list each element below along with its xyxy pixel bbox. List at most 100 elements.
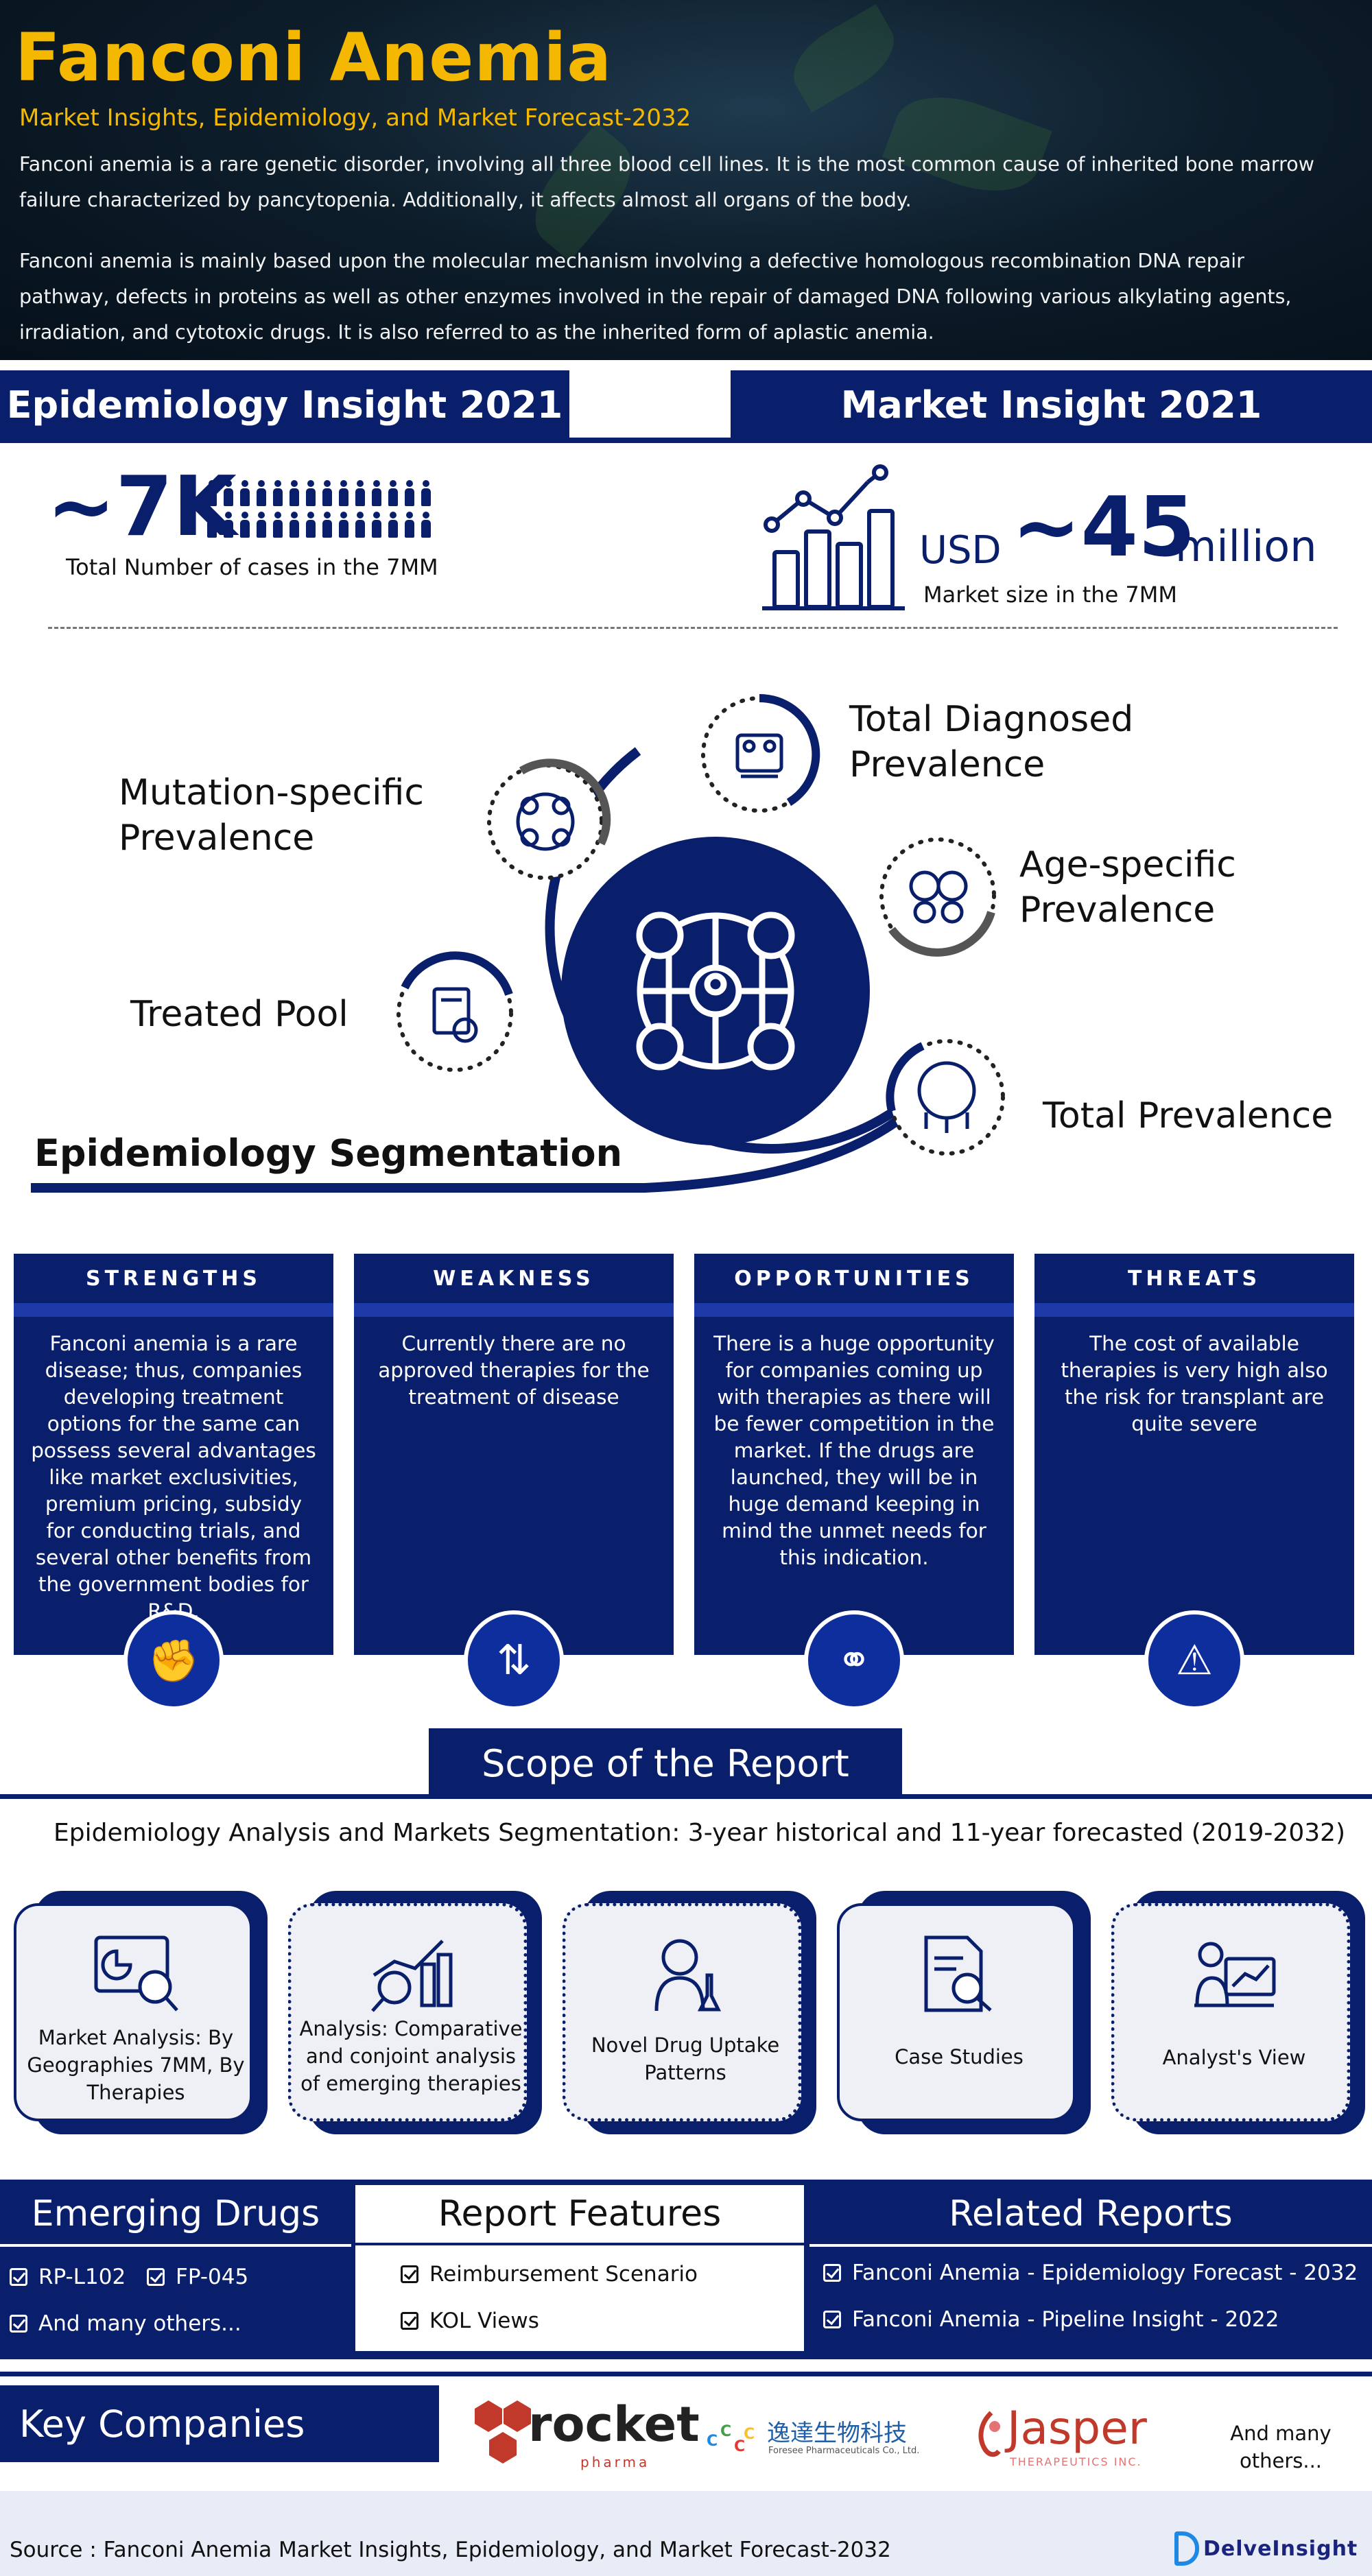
- intro-line: pathway, defects in proteins as well as …: [19, 285, 1292, 308]
- feature-item: KOL Views: [401, 2309, 539, 2333]
- related-divider: [809, 2244, 1372, 2247]
- swot-opportunities: OPPORTUNITIES There is a huge opportunit…: [694, 1254, 1014, 1710]
- person-icon: [420, 480, 432, 506]
- document-search-icon: [924, 1935, 992, 2012]
- swot-text: Currently there are no approved therapie…: [378, 1332, 650, 1409]
- page-title: Fanconi Anemia: [15, 19, 613, 96]
- person-icon: [370, 480, 383, 506]
- epi-cases-caption: Total Number of cases in the 7MM: [66, 554, 438, 580]
- page-subtitle: Market Insights, Epidemiology, and Marke…: [19, 104, 691, 132]
- seg-diagnosed-label: Total Diagnosed Prevalence: [849, 697, 1133, 787]
- split-arrows-icon: ⇅: [464, 1610, 564, 1710]
- report-features-header: Report Features: [355, 2185, 804, 2245]
- scope-card-market-analysis: Market Analysis: By Geographies 7MM, By …: [14, 1891, 268, 2134]
- pie-chart-report-icon: [94, 1935, 178, 2012]
- seg-label-line: Prevalence: [1019, 890, 1216, 931]
- person-icon: [321, 480, 333, 506]
- source-text: Source : Fanconi Anemia Market Insights,…: [10, 2538, 891, 2562]
- scope-card-text: Novel Drug Uptake Patterns: [591, 2034, 780, 2084]
- scope-card-text: Case Studies: [895, 2045, 1024, 2068]
- scope-card-case-studies: Case Studies: [837, 1891, 1091, 2134]
- card-face: Analysis: Comparative and conjoint analy…: [288, 1903, 527, 2121]
- people-icon-grid: [206, 480, 446, 542]
- market-size-caption: Market size in the 7MM: [923, 582, 1177, 608]
- emerging-drug-item: RP-L102: [10, 2265, 126, 2289]
- foresee-english-name: Foresee Pharmaceuticals Co., Ltd.: [768, 2446, 920, 2456]
- rocket-logo-subtext: pharma: [580, 2454, 650, 2470]
- person-icon: [255, 512, 268, 538]
- person-icon: [387, 512, 399, 538]
- key-companies-header: Key Companies: [0, 2385, 439, 2462]
- report-features-panel: Report Features Reimbursement Scenario K…: [353, 2182, 807, 2354]
- intro-line: Fanconi anemia is a rare genetic disorde…: [19, 153, 1314, 176]
- person-icon: [206, 512, 218, 538]
- jasper-logo-icon: [978, 2411, 1001, 2457]
- rocket-pharma-logo: rocket pharma: [473, 2396, 700, 2472]
- intro-line: Fanconi anemia is mainly based upon the …: [19, 250, 1244, 272]
- person-icon: [387, 480, 399, 506]
- rocket-logo-text: rocket: [528, 2396, 700, 2453]
- seg-age-label: Age-specific Prevalence: [1019, 842, 1236, 933]
- scope-card-novel-drug: Novel Drug Uptake Patterns: [563, 1891, 816, 2134]
- hero-banner: [0, 0, 1372, 360]
- link-icon: ⚭: [804, 1610, 904, 1710]
- person-icon: [255, 480, 268, 506]
- emerging-drugs-panel: RP-L102 FP-045 And many others...: [0, 2244, 351, 2347]
- emerging-drug-item: And many others...: [10, 2311, 241, 2336]
- person-icon: [239, 512, 251, 538]
- person-icon: [403, 480, 416, 506]
- related-report-link[interactable]: Fanconi Anemia - Pipeline Insight - 2022: [823, 2307, 1279, 2332]
- market-growth-chart-icon: [762, 464, 905, 610]
- seg-label-line: Mutation-specific: [119, 772, 424, 813]
- analyst-screen-icon: [1194, 1942, 1276, 2007]
- person-icon: [206, 480, 218, 506]
- swot-strengths: STRENGTHS Fanconi anemia is a rare disea…: [14, 1254, 333, 1710]
- hexagon-logo-icon: [475, 2400, 531, 2464]
- related-report-link[interactable]: Fanconi Anemia - Epidemiology Forecast -…: [823, 2261, 1358, 2285]
- svg-text:C: C: [734, 2438, 745, 2455]
- swot-strip: [14, 1303, 333, 1317]
- related-report-title: Fanconi Anemia - Epidemiology Forecast -…: [852, 2261, 1358, 2285]
- feature-name: Reimbursement Scenario: [429, 2262, 698, 2287]
- swot-strip: [354, 1303, 674, 1317]
- drug-name: And many others...: [38, 2311, 241, 2336]
- intro-paragraph-2: Fanconi anemia is mainly based upon the …: [19, 243, 1364, 350]
- insight-underline: [0, 438, 1372, 443]
- foresee-chinese-name: 逸達生物科技: [767, 2420, 907, 2447]
- footer-bar: [0, 2491, 1372, 2576]
- delveinsight-logo-text: DelveInsight: [1203, 2536, 1358, 2561]
- person-icon: [239, 480, 251, 506]
- person-icon: [354, 480, 366, 506]
- section-divider: [48, 627, 1338, 629]
- market-insight-header: Market Insight 2021: [731, 370, 1372, 439]
- card-face: Novel Drug Uptake Patterns: [563, 1903, 801, 2121]
- intro-paragraph-1: Fanconi anemia is a rare genetic disorde…: [19, 147, 1364, 218]
- swot-weakness: WEAKNESS Currently there are no approved…: [354, 1254, 674, 1710]
- swot-text: The cost of available therapies is very …: [1061, 1332, 1328, 1435]
- card-face: Analyst's View: [1111, 1903, 1350, 2121]
- swot-heading: STRENGTHS: [85, 1266, 262, 1291]
- drug-name: RP-L102: [38, 2265, 126, 2289]
- scope-card-text: Analyst's View: [1162, 2046, 1306, 2069]
- svg-text:C: C: [720, 2423, 731, 2440]
- scope-card-comparative-analysis: Analysis: Comparative and conjoint analy…: [288, 1891, 542, 2134]
- growth-analysis-icon: [371, 1940, 453, 2012]
- person-icon: [288, 480, 300, 506]
- delveinsight-logo: DelveInsight: [1174, 2529, 1367, 2568]
- scope-card-text: Market Analysis: By Geographies 7MM, By …: [27, 2026, 245, 2104]
- person-icon: [321, 512, 333, 538]
- leaf-decoration: [781, 4, 907, 112]
- related-reports-header: Related Reports: [949, 2193, 1233, 2234]
- seg-total-label: Total Prevalence: [1043, 1095, 1334, 1136]
- market-unit: million: [1175, 521, 1317, 571]
- warning-icon: ⚠: [1144, 1610, 1244, 1710]
- swot-heading: WEAKNESS: [433, 1266, 595, 1291]
- epidemiology-insight-header: Epidemiology Insight 2021: [0, 370, 569, 439]
- segmentation-diagram: [31, 693, 1005, 1193]
- svg-text:C: C: [744, 2426, 755, 2443]
- person-icon: [222, 480, 235, 506]
- seg-label-line: Total Diagnosed: [849, 699, 1134, 740]
- scope-header: Scope of the Report: [429, 1728, 902, 1799]
- scope-card-text: Analysis: Comparative and conjoint analy…: [299, 2017, 523, 2095]
